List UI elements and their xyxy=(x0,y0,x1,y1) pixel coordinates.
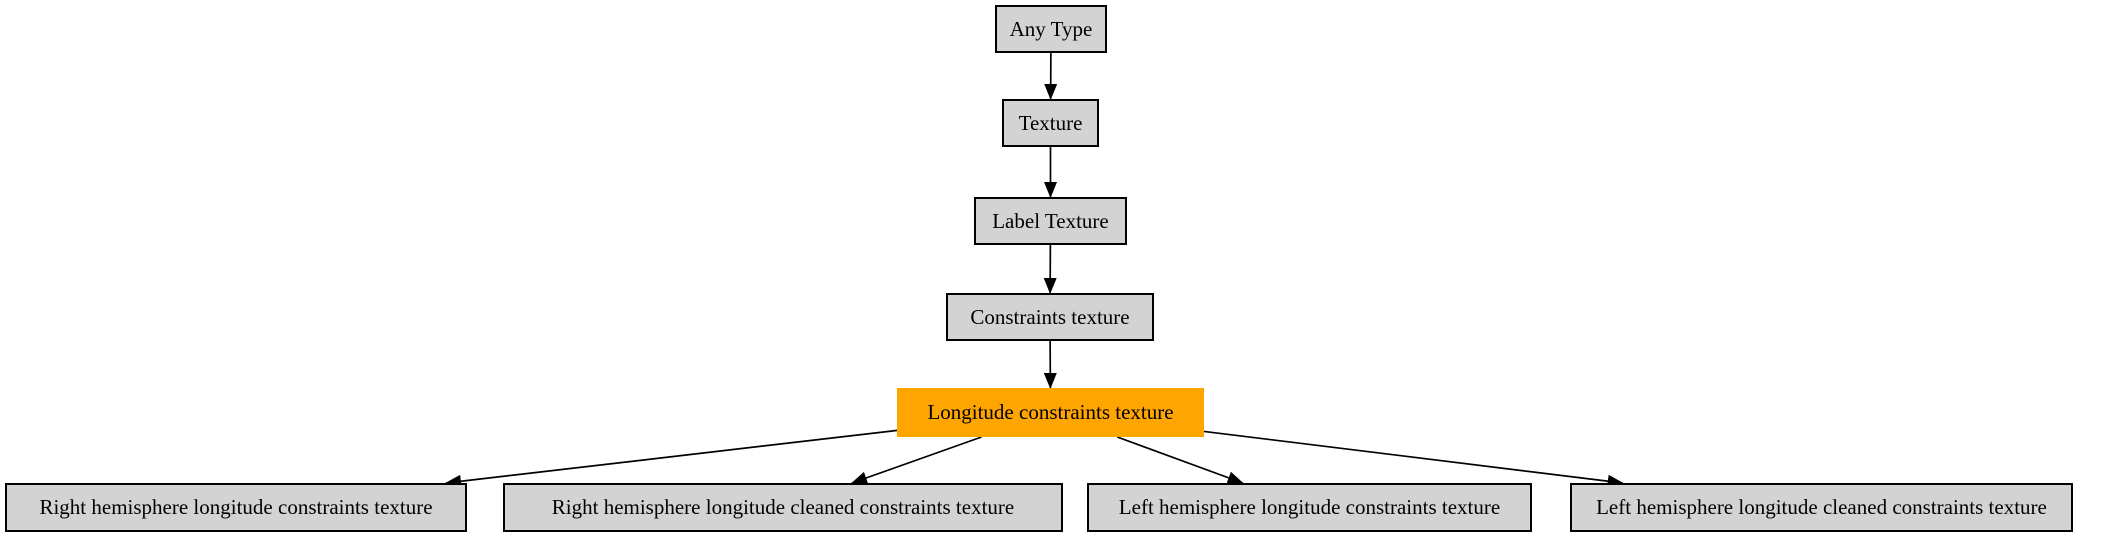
node-longitude-constraints-texture-highlighted: Longitude constraints texture xyxy=(897,388,1204,437)
edge-longitude-constraints-texture-to-right-hemisphere-longitude-constraints-texture xyxy=(445,429,898,488)
node-left-hemisphere-longitude-constraints-texture: Left hemisphere longitude constraints te… xyxy=(1087,483,1532,532)
node-constraints-texture: Constraints texture xyxy=(946,293,1154,341)
edge-longitude-constraints-texture-to-left-hemisphere-longitude-cleaned-constraints-texture xyxy=(1203,430,1624,488)
node-right-hemisphere-longitude-constraints-texture: Right hemisphere longitude constraints t… xyxy=(5,483,467,532)
edge-longitude-constraints-texture-to-left-hemisphere-longitude-constraints-texture xyxy=(1117,436,1244,484)
node-right-hemisphere-longitude-cleaned-constraints-texture: Right hemisphere longitude cleaned const… xyxy=(503,483,1063,532)
node-texture: Texture xyxy=(1002,99,1099,147)
node-label-texture: Label Texture xyxy=(974,197,1127,245)
node-any-type: Any Type xyxy=(995,5,1107,53)
node-left-hemisphere-longitude-cleaned-constraints-texture: Left hemisphere longitude cleaned constr… xyxy=(1570,483,2073,532)
edge-longitude-constraints-texture-to-right-hemisphere-longitude-cleaned-constraints-texture xyxy=(851,436,982,485)
